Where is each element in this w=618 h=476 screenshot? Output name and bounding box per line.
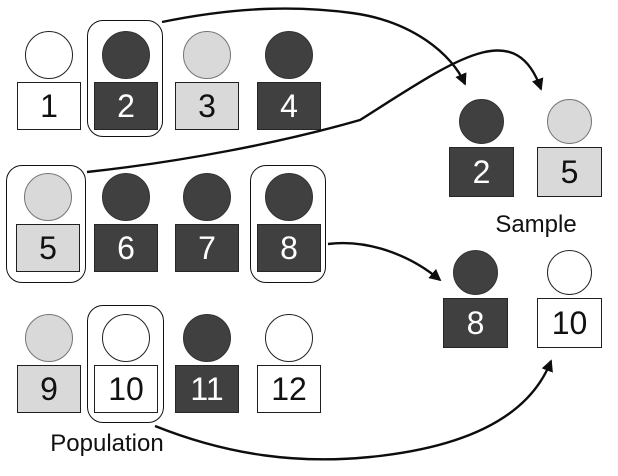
person-head-circle <box>102 173 150 221</box>
person-number-box: 3 <box>175 82 239 130</box>
person-number-box: 12 <box>257 365 321 413</box>
sample-figure-2: 2 <box>449 99 514 197</box>
sample-figure-8: 8 <box>443 250 508 348</box>
person-head-circle <box>183 173 231 221</box>
person-number-box: 2 <box>449 147 514 197</box>
person-head-circle <box>547 250 592 295</box>
person-number-box: 5 <box>16 224 80 272</box>
person-number-box: 5 <box>537 147 602 197</box>
person-head-circle <box>265 31 313 79</box>
population-figure-9: 9 <box>17 314 81 413</box>
population-figure-5: 5 <box>16 173 80 272</box>
sample-figure-10: 10 <box>537 250 602 348</box>
person-head-circle <box>453 250 498 295</box>
population-figure-3: 3 <box>175 31 239 130</box>
population-figure-10: 10 <box>94 314 158 413</box>
person-head-circle <box>265 173 313 221</box>
person-number-box: 7 <box>175 224 239 272</box>
population-figure-7: 7 <box>175 173 239 272</box>
person-head-circle <box>183 314 231 362</box>
sample-figure-5: 5 <box>537 99 602 197</box>
person-head-circle <box>459 99 504 144</box>
person-number-box: 10 <box>94 365 158 413</box>
population-figure-4: 4 <box>257 31 321 130</box>
person-head-circle <box>265 314 313 362</box>
person-number-box: 4 <box>257 82 321 130</box>
person-number-box: 1 <box>17 82 81 130</box>
person-number-box: 6 <box>94 224 158 272</box>
person-head-circle <box>102 314 150 362</box>
population-figure-8: 8 <box>257 173 321 272</box>
person-head-circle <box>183 31 231 79</box>
person-head-circle <box>25 31 73 79</box>
person-number-box: 9 <box>17 365 81 413</box>
population-figure-1: 1 <box>17 31 81 130</box>
person-head-circle <box>25 314 73 362</box>
population-figure-11: 11 <box>175 314 239 413</box>
population-label: Population <box>50 430 164 457</box>
person-number-box: 2 <box>94 82 158 130</box>
person-head-circle <box>547 99 592 144</box>
person-number-box: 8 <box>257 224 321 272</box>
population-figure-2: 2 <box>94 31 158 130</box>
arrow-population-8-to-sample-8 <box>327 241 442 282</box>
person-head-circle <box>102 31 150 79</box>
selection-outline-5 <box>6 165 86 283</box>
person-number-box: 11 <box>175 365 239 413</box>
person-number-box: 10 <box>537 298 602 348</box>
population-figure-6: 6 <box>94 173 158 272</box>
population-figure-12: 12 <box>257 314 321 413</box>
person-head-circle <box>24 173 72 221</box>
sample-label: Sample <box>495 211 577 238</box>
person-number-box: 8 <box>443 298 508 348</box>
